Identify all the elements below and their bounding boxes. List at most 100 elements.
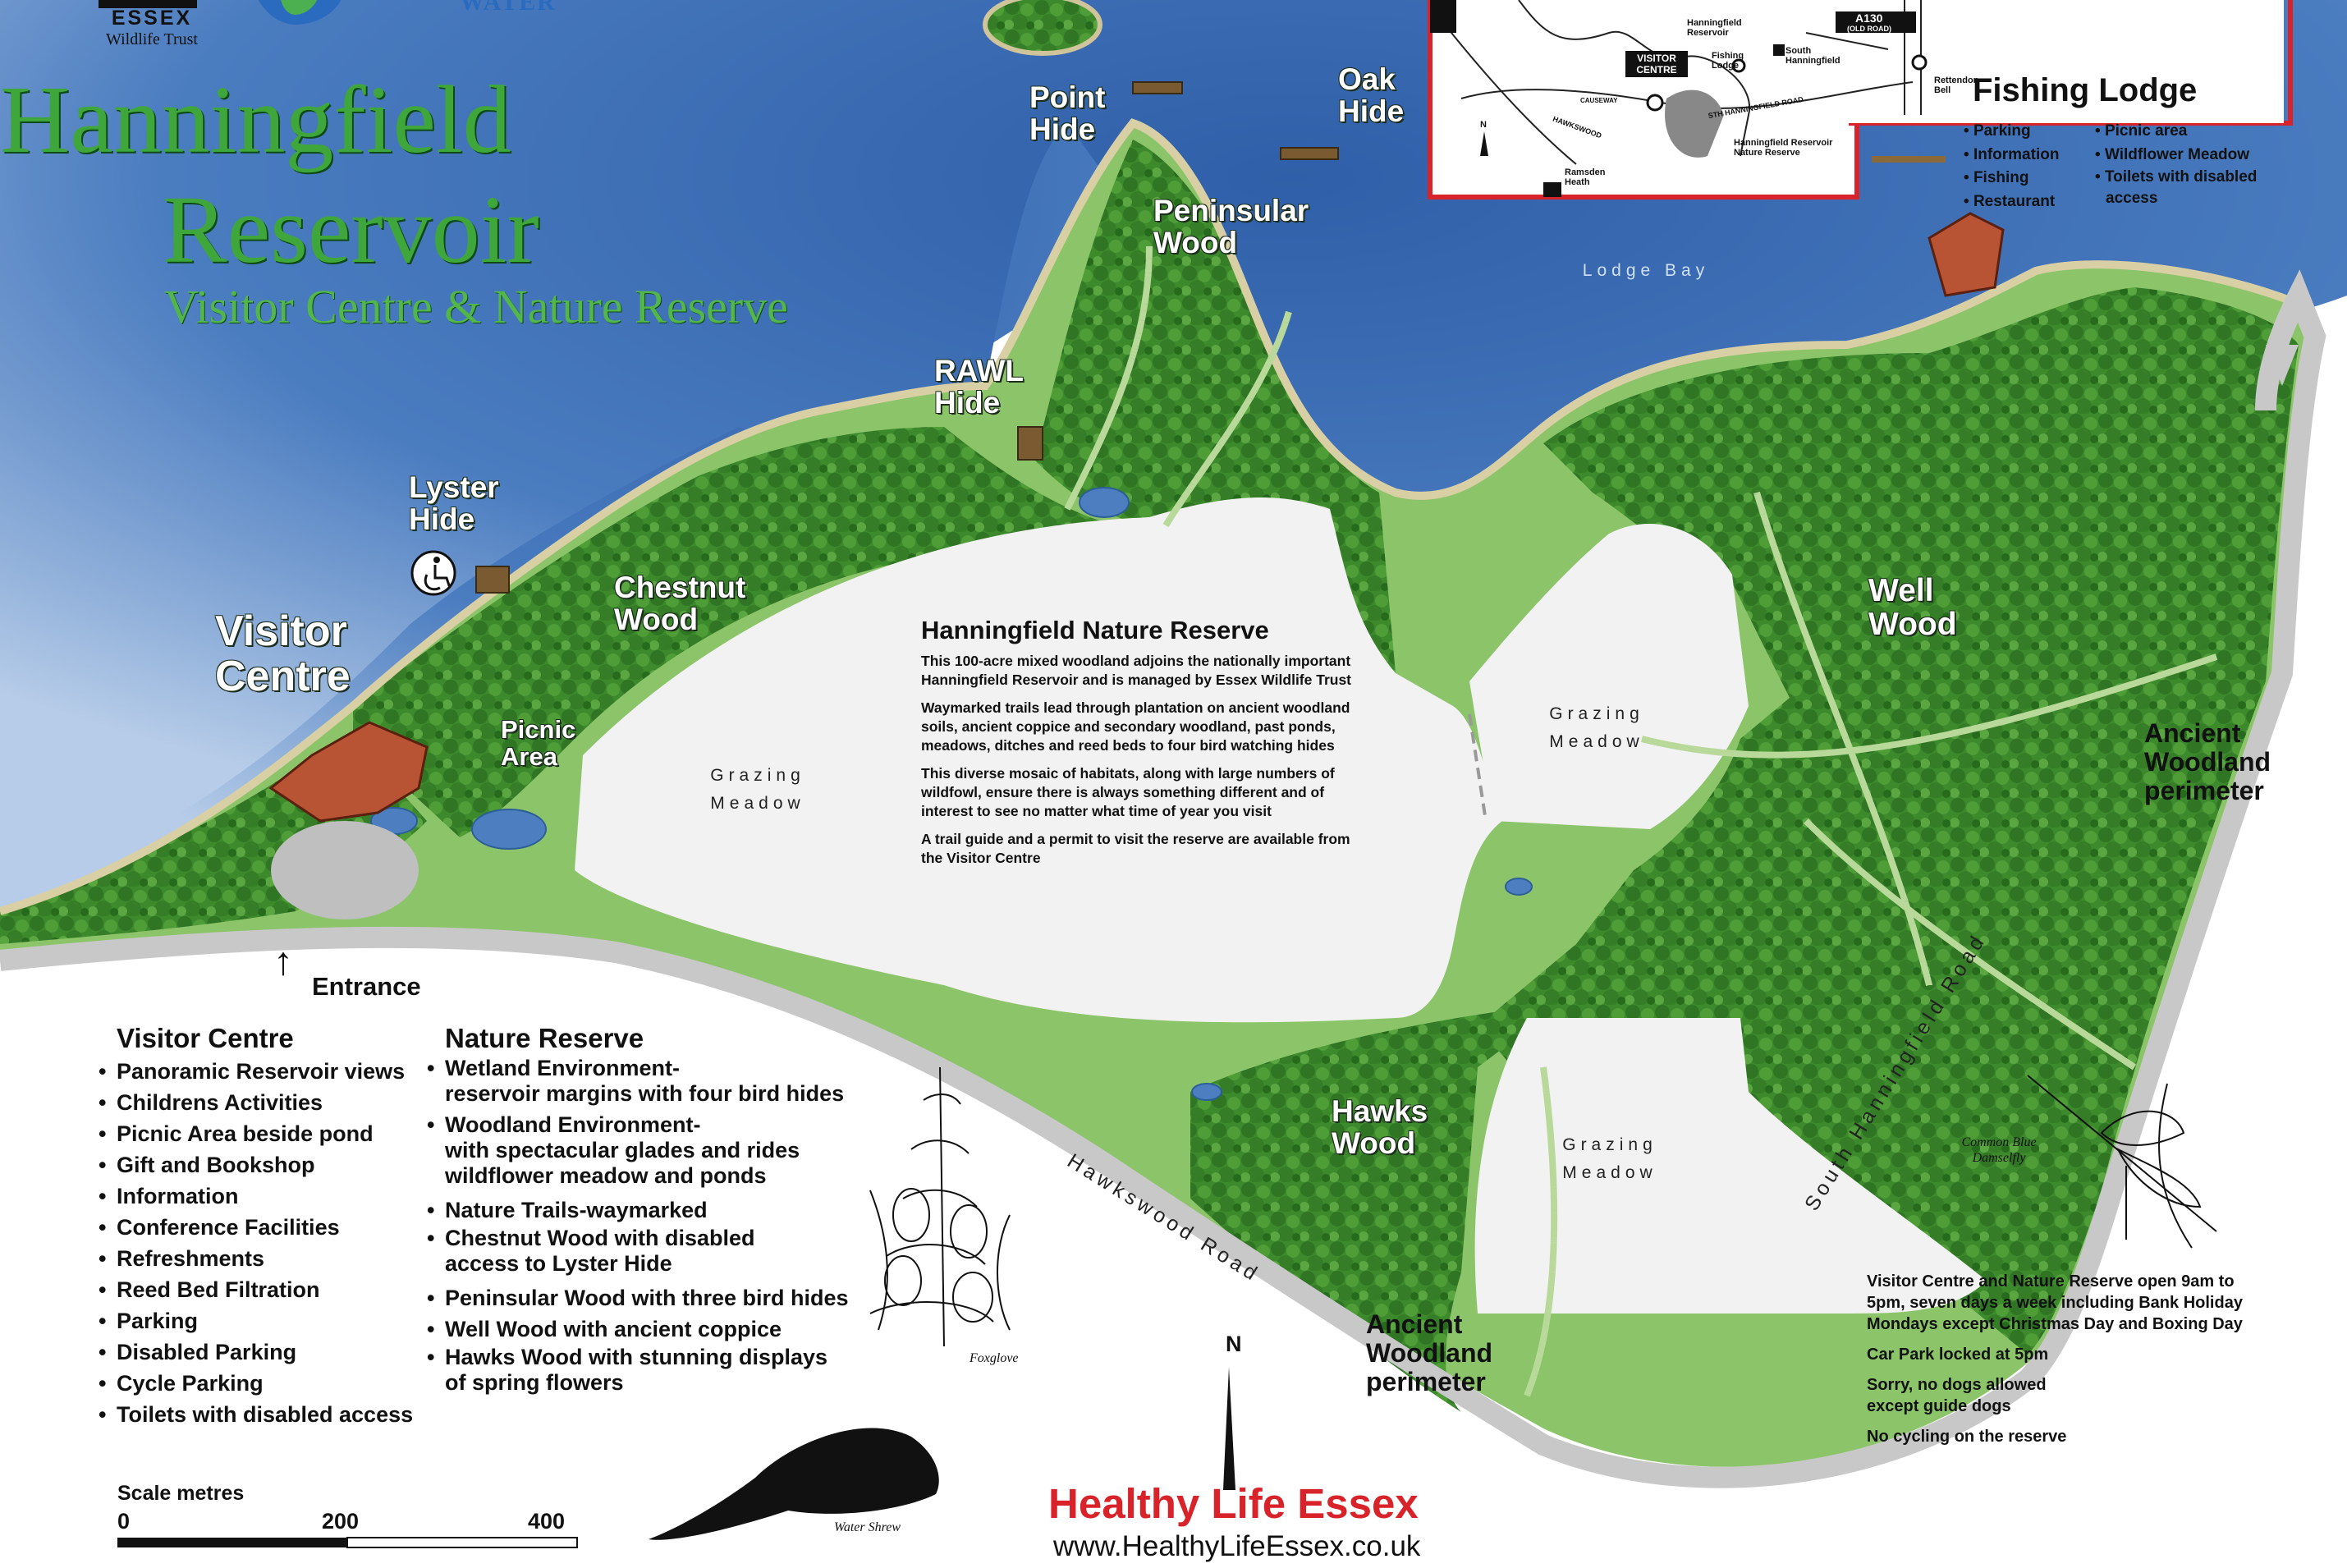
label-ancient-woodland-south: Ancient Woodland perimeter — [1366, 1309, 1493, 1397]
list-item: •Peninsular Wood with three bird hides — [427, 1286, 849, 1310]
hide-structures — [475, 81, 1339, 594]
north-label: N — [1226, 1332, 1242, 1356]
list-item: •Refreshments — [99, 1246, 265, 1271]
fishing-lodge-list-2: • Picnic area • Wildflower Meadow • Toil… — [2095, 120, 2267, 209]
list-item: •Cycle Parking — [99, 1371, 264, 1396]
label-peninsular-wood: Peninsular Wood — [1153, 194, 1309, 259]
essex-logo-sub: Wildlife Trust — [106, 30, 198, 48]
label-rawl-hide: RAWL Hide — [934, 354, 1024, 420]
title-line1: Hanningfield — [0, 66, 511, 173]
caption-foxglove: Foxglove — [970, 1351, 1019, 1365]
opening-hours-text: Visitor Centre and Nature Reserve open 9… — [1867, 1272, 2243, 1333]
brand-name: Healthy Life Essex — [1048, 1480, 1419, 1527]
peninsular-wood — [1034, 140, 1396, 673]
list-item: •Reed Bed Filtration — [99, 1277, 320, 1302]
list-item: wildflower meadow and ponds — [445, 1163, 767, 1188]
inset-label-visitor-centre: VISITOR CENTRE — [1625, 51, 1688, 77]
label-ancient-woodland-east: Ancient Woodland perimeter — [2144, 718, 2271, 806]
scale-tick-400: 400 — [528, 1509, 566, 1534]
list-item: •Gift and Bookshop — [99, 1153, 315, 1177]
title-line3: Visitor Centre & Nature Reserve — [164, 280, 788, 333]
brand-url[interactable]: www.HealthyLifeEssex.co.uk — [1053, 1530, 1421, 1562]
fishing-lodge-item: • Information — [1964, 145, 2060, 163]
title-line2: Reservoir — [163, 176, 539, 283]
label-well-wood: Well Wood — [1868, 573, 1957, 642]
nature-reserve-paragraph: This diverse mosaic of habitats, along w… — [921, 765, 1335, 819]
label-picnic-area: Picnic Area — [501, 715, 576, 771]
label-lodge-bay: Lodge Bay — [1582, 261, 1710, 280]
nature-reserve-paragraph: Waymarked trails lead through plantation… — [921, 699, 1350, 754]
inset-label-hanningfield-reservoir: Hanningfield Reservoir — [1687, 18, 1742, 38]
list-item: •Nature Trails-waymarked — [427, 1198, 708, 1222]
list-item: •Woodland Environment-with spectacular g… — [427, 1112, 800, 1162]
fishing-lodge-item: • Wildflower Meadow — [2095, 145, 2250, 163]
grazing-meadow-south — [1474, 1018, 1987, 1314]
caption-water-shrew: Water Shrew — [834, 1520, 901, 1534]
list-item: •Information — [99, 1184, 239, 1208]
nature-reserve-paragraph: This 100-acre mixed woodland adjoins the… — [921, 653, 1352, 688]
visitor-centre-list-title: Visitor Centre — [117, 1023, 294, 1053]
fishing-lodge-title: Fishing Lodge — [1973, 72, 2198, 108]
fishing-lodge-item: • Parking — [1964, 122, 2031, 140]
essex-logo-name: ESSEX — [111, 7, 193, 30]
scale-tick-200: 200 — [322, 1509, 360, 1534]
scale-tick-0: 0 — [117, 1509, 131, 1534]
nature-reserve-list: Nature Reserve •Wetland Environment-rese… — [427, 1023, 849, 1401]
list-item: •Disabled Parking — [99, 1340, 297, 1364]
label-grazing-meadow-south: Grazing Meadow — [1562, 1135, 1657, 1182]
label-grazing-meadow-east: Grazing Meadow — [1549, 704, 1644, 751]
label-hawks-wood: Hawks Wood — [1332, 1094, 1428, 1160]
fishing-lodge-item: • Toilets with disabled access — [2095, 168, 2258, 207]
inset-label-a130: A130 — [1855, 11, 1883, 25]
inset-label-rettendon-bell: Rettendon Bell — [1934, 76, 1979, 95]
water-logo-text: WATER — [460, 0, 557, 16]
inset-label-fishing-lodge: Fishing Lodge — [1712, 51, 1744, 71]
shrew-illustration — [649, 1428, 939, 1540]
cycling-policy-text: No cycling on the reserve — [1867, 1428, 2067, 1446]
list-item: •Parking — [99, 1309, 199, 1333]
north-arrow-icon — [1223, 1367, 1235, 1490]
list-item: •Picnic Area beside pond — [99, 1121, 374, 1146]
chestnut-wood — [353, 427, 1116, 837]
damselfly-illustration — [2027, 1075, 2217, 1249]
label-grazing-meadow-west: Grazing Meadow — [710, 766, 805, 813]
entrance-arrow-icon: ↑ — [273, 940, 293, 983]
essex-wildlife-trust-logo: ESSEX Wildlife Trust — [99, 7, 205, 49]
nature-reserve-paragraph: A trail guide and a permit to visit the … — [921, 831, 1350, 866]
main-road — [0, 269, 2326, 1488]
label-point-hide: Point Hide — [1029, 80, 1106, 146]
list-item: •Conference Facilities — [99, 1215, 340, 1240]
opening-info: Visitor Centre and Nature Reserve open 9… — [1867, 1271, 2244, 1456]
hawks-wood — [1190, 1010, 1543, 1412]
label-entrance: Entrance — [312, 972, 421, 1001]
grazing-meadow-east — [1469, 524, 1749, 829]
nature-reserve-list-title: Nature Reserve — [445, 1023, 644, 1053]
essex-logo-mark — [99, 0, 197, 8]
fishing-lodge-list-1: • Parking • Information • Fishing • Rest… — [1964, 120, 2059, 213]
inset-label-causeway: CAUSEWAY — [1580, 97, 1618, 104]
label-lyster-hide: Lyster Hide — [409, 470, 499, 536]
foxglove-illustration — [869, 1066, 1011, 1347]
inset-label-south-hanningfield: South Hanningfield — [1785, 46, 1840, 66]
list-item: •Panoramic Reservoir views — [99, 1059, 406, 1084]
inset-label-ramsden-heath: Ramsden Heath — [1565, 167, 1606, 187]
nature-reserve-info-title: Hanningfield Nature Reserve — [921, 616, 1269, 644]
accessible-icon — [410, 550, 456, 596]
inset-map-frame — [1428, 0, 1859, 199]
car-park-text: Car Park locked at 5pm — [1867, 1346, 2049, 1364]
shoreline — [0, 118, 2300, 915]
visitor-centre-list: Visitor Centre •Panoramic Reservoir view… — [99, 1023, 413, 1430]
fishing-lodge-item: • Fishing — [1964, 169, 2029, 186]
inset-label-nature-reserve: Hanningfield Reservoir Nature Reserve — [1734, 138, 1833, 158]
label-visitor-centre: Visitor Centre — [215, 607, 351, 700]
scale-title: Scale metres — [117, 1482, 245, 1505]
list-item: •Well Wood with ancient coppice — [427, 1317, 782, 1341]
label-oak-hide: Oak Hide — [1338, 62, 1405, 128]
list-item: •Toilets with disabled access — [99, 1402, 414, 1427]
fishing-lodge-item: • Picnic area — [2095, 122, 2188, 140]
inset-north-arrow-icon — [1480, 131, 1488, 156]
fishing-lodge-item: • Restaurant — [1964, 192, 2056, 210]
